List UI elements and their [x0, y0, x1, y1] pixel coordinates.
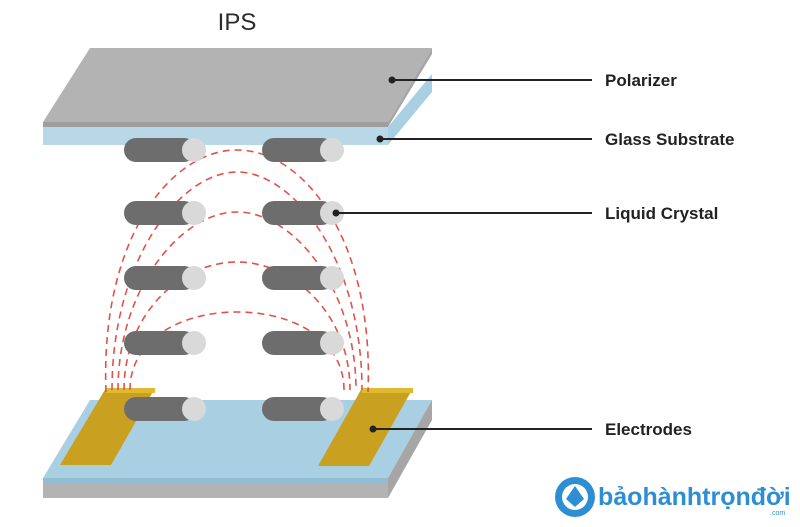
- electrode-right-top: [362, 388, 413, 393]
- crystal-row-2: [124, 201, 344, 225]
- bottom-glass-edge: [43, 478, 388, 484]
- leader-dot: [369, 425, 377, 433]
- label-polarizer: Polarizer: [605, 71, 677, 90]
- crystal-molecule-end: [182, 201, 206, 225]
- field-line: [104, 149, 370, 393]
- bottom-polarizer-layer: [43, 484, 388, 498]
- polarizer-side: [388, 48, 432, 127]
- leader-dot: [376, 135, 384, 143]
- label-electrodes: Electrodes: [605, 420, 692, 439]
- crystal-molecule: [262, 397, 334, 421]
- crystal-molecule-end: [320, 397, 344, 421]
- electrode-right: [318, 388, 413, 466]
- polarizer-layer: [43, 48, 432, 122]
- crystal-molecule: [124, 397, 196, 421]
- crystal-molecule-end: [320, 138, 344, 162]
- crystal-row-5: [124, 397, 344, 421]
- label-glass-substrate: Glass Substrate: [605, 130, 734, 149]
- crystal-molecule: [124, 201, 196, 225]
- crystal-molecule-end: [182, 266, 206, 290]
- glass-substrate-side: [388, 74, 432, 145]
- leader-lines: [336, 79, 592, 430]
- watermark-shield-icon: [566, 486, 584, 507]
- crystal-row-1: [124, 138, 344, 162]
- watermark-text: bảohànhtrọnđời: [598, 483, 791, 511]
- label-liquid-crystal: Liquid Crystal: [605, 204, 718, 223]
- field-line: [117, 211, 357, 391]
- crystal-molecule-end: [320, 201, 344, 225]
- watermark-suffix: .com: [770, 510, 785, 517]
- crystal-row-3: [124, 266, 344, 290]
- leader-dot: [332, 209, 340, 217]
- leader-dots: [332, 76, 396, 433]
- watermark-logo: bảohànhtrọnđời .com: [555, 477, 791, 517]
- crystal-row-4: [124, 331, 344, 355]
- leader-dot: [388, 76, 396, 84]
- polarizer-edge: [43, 122, 388, 127]
- crystal-molecule: [124, 138, 196, 162]
- crystal-molecule-end: [182, 331, 206, 355]
- field-line: [123, 261, 351, 391]
- crystal-molecule: [262, 201, 334, 225]
- crystal-molecule: [262, 138, 334, 162]
- crystal-molecule-end: [182, 397, 206, 421]
- bottom-polarizer-side: [388, 400, 432, 498]
- diagram-title: IPS: [218, 9, 257, 36]
- liquid-crystal-molecules: [124, 138, 344, 421]
- crystal-molecule: [262, 331, 334, 355]
- crystal-molecule-end: [182, 138, 206, 162]
- crystal-molecule-end: [320, 331, 344, 355]
- crystal-molecule: [124, 266, 196, 290]
- crystal-molecule-end: [320, 266, 344, 290]
- crystal-molecule: [124, 331, 196, 355]
- crystal-molecule: [262, 266, 334, 290]
